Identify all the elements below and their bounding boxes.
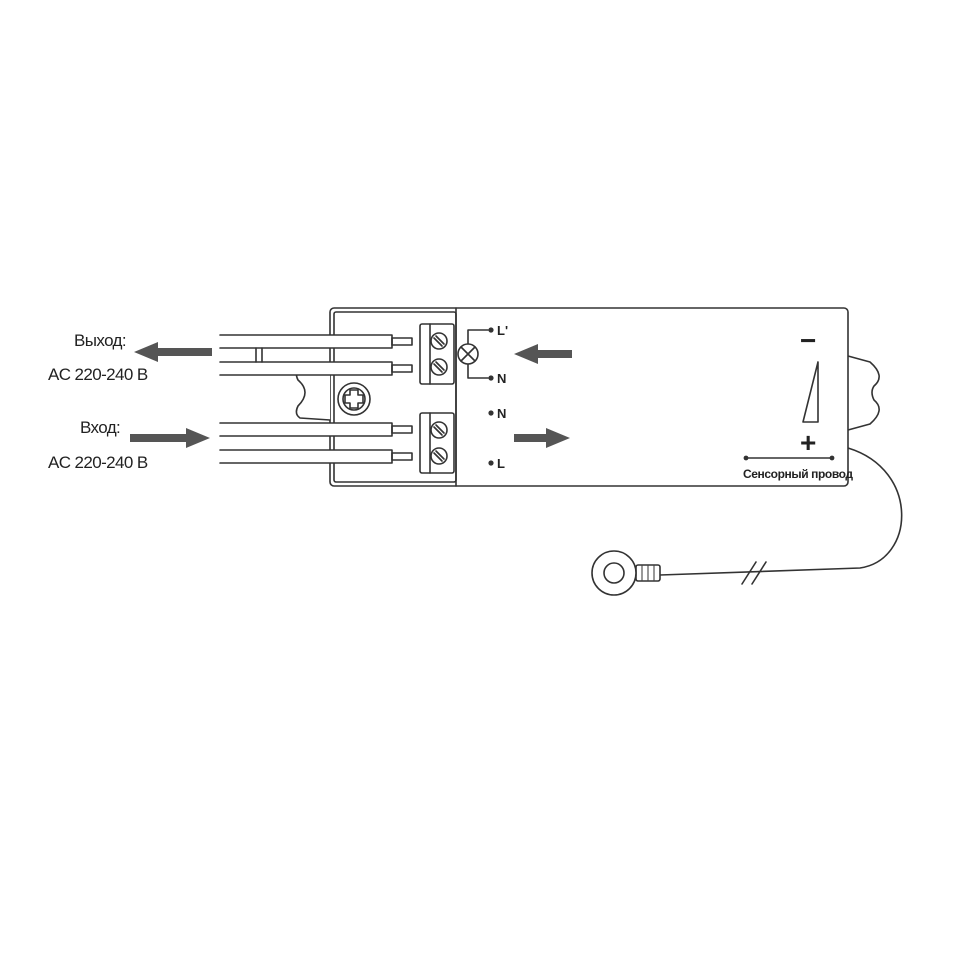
input-title: Вход:: [80, 418, 120, 437]
plus-sign: +: [800, 427, 816, 458]
output-title: Выход:: [74, 331, 126, 350]
output-wire-1: [219, 334, 413, 349]
terminal-label-l-prime: L': [497, 323, 508, 338]
terminal-label-l: L: [497, 456, 505, 471]
terminal-screw-3: [430, 421, 448, 439]
lamp-symbol-icon: [457, 343, 479, 365]
output-terminal-block: [419, 323, 455, 385]
terminal-dot-l-prime: [488, 327, 494, 333]
terminal-label-n-bottom: N: [497, 406, 506, 421]
terminal-label-n-top: N: [497, 371, 506, 386]
sensor-wire-label: Сенсорный провод: [743, 467, 853, 481]
output-arrow: [134, 342, 212, 362]
terminal-dot-n-bottom: [488, 410, 494, 416]
terminal-dot-l: [488, 460, 494, 466]
ring-terminal-icon: [591, 550, 637, 596]
lamp-arrow: [514, 344, 572, 364]
input-arrow: [130, 428, 210, 448]
terminal-screw-4: [430, 447, 448, 465]
right-mounting-tab: [847, 355, 880, 431]
input-wire-1: [219, 422, 413, 437]
input-wire-2: [219, 449, 413, 464]
sensor-cable: [659, 447, 903, 576]
output-wire-2: [219, 361, 413, 376]
terminal-screw-2: [430, 358, 448, 376]
terminal-dot-n-top: [488, 375, 494, 381]
lamp-lead: [467, 329, 489, 379]
supply-arrow: [514, 428, 570, 448]
adjust-wedge-icon: [802, 361, 819, 423]
terminal-screw-1: [430, 332, 448, 350]
input-terminal-block: [419, 412, 455, 474]
sensor-cable-break: [741, 561, 767, 585]
output-wire-clip: [255, 347, 263, 363]
screw-icon: [337, 382, 371, 416]
input-voltage: AC 220-240 В: [48, 453, 148, 472]
output-voltage: AC 220-240 В: [48, 365, 148, 384]
minus-sign: −: [800, 325, 816, 356]
